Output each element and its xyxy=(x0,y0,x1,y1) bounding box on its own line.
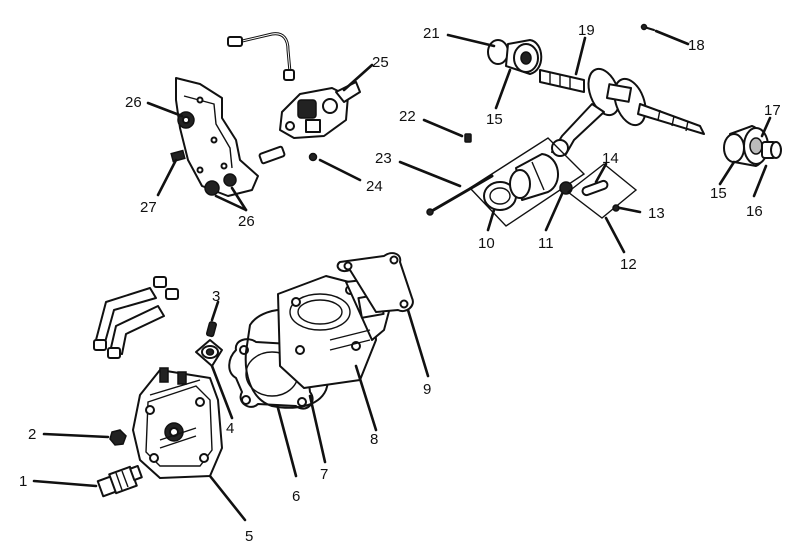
callout-6: 6 xyxy=(292,488,300,505)
callout-22: 22 xyxy=(399,108,416,125)
callout-15-right: 15 xyxy=(710,185,727,202)
callout-17: 17 xyxy=(764,102,781,119)
callout-16: 16 xyxy=(746,203,763,220)
cylinder-head-part xyxy=(132,367,223,479)
callout-2: 2 xyxy=(28,426,36,443)
callout-3: 3 xyxy=(212,288,220,305)
callout-11: 11 xyxy=(538,235,554,252)
cable-part xyxy=(227,32,295,81)
callout-12: 12 xyxy=(620,256,637,273)
callout-9: 9 xyxy=(423,381,431,398)
callout-10: 10 xyxy=(478,235,495,252)
base-gasket-part xyxy=(336,252,414,313)
small-pin-part xyxy=(205,321,217,338)
callout-15-top: 15 xyxy=(486,111,503,128)
coolant-hoses-part xyxy=(93,276,179,359)
callout-labels: 1 2 3 4 5 6 7 8 9 10 11 12 13 14 15 15 1… xyxy=(19,22,781,545)
callout-4: 4 xyxy=(226,420,234,437)
piston-pin-group-part xyxy=(566,163,638,219)
nut-part xyxy=(109,429,127,446)
callout-14: 14 xyxy=(602,150,619,167)
bolt-22-part xyxy=(464,133,472,143)
callout-13: 13 xyxy=(648,205,665,222)
callout-7: 7 xyxy=(320,466,328,483)
crankshaft-part xyxy=(539,67,705,157)
callout-26-top: 26 xyxy=(125,94,142,111)
callout-24: 24 xyxy=(366,178,383,195)
bearing-top-part xyxy=(487,39,543,75)
callout-19: 19 xyxy=(578,22,595,39)
fitting-part xyxy=(195,339,223,367)
carburetor-part xyxy=(258,81,361,165)
callout-27: 27 xyxy=(140,199,157,216)
callout-25: 25 xyxy=(372,54,389,71)
callout-26-bottom: 26 xyxy=(238,213,255,230)
callout-5: 5 xyxy=(245,528,253,545)
callout-23: 23 xyxy=(375,150,392,167)
pin-18-part xyxy=(640,23,655,31)
small-screw-part xyxy=(308,152,318,162)
rod-23-part xyxy=(426,174,494,216)
callout-18: 18 xyxy=(688,37,705,54)
callout-8: 8 xyxy=(370,431,378,448)
bearing-right-part xyxy=(723,125,782,167)
callout-1: 1 xyxy=(19,473,27,490)
bracket-housing-part xyxy=(170,77,259,197)
spark-plug-part xyxy=(96,464,143,498)
piston-group-part xyxy=(468,137,586,227)
callout-21: 21 xyxy=(423,25,440,42)
leader-lines xyxy=(32,29,772,522)
